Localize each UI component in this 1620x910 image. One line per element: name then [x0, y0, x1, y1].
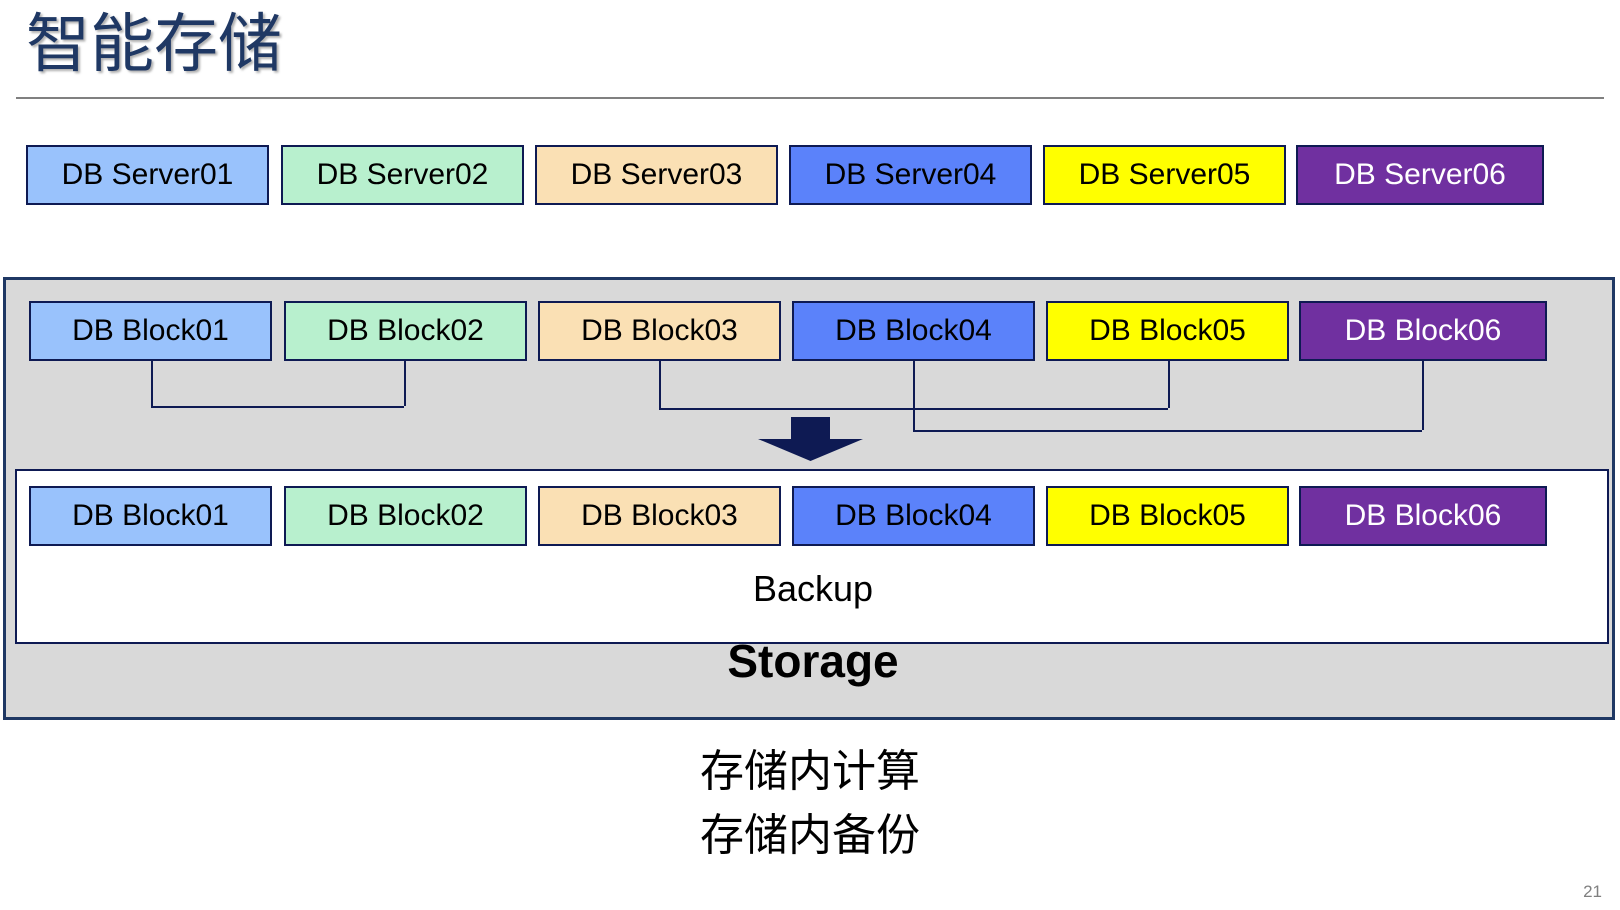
db-block-box-primary-label: DB Block03 [581, 314, 738, 347]
down-arrow-icon [758, 417, 863, 461]
db-block-box-primary-label: DB Block01 [72, 314, 229, 347]
bracket-block01-block02-crossbar [151, 406, 404, 408]
db-block-box-backup-1[interactable]: DB Block01 [29, 486, 272, 546]
title-divider [16, 97, 1604, 99]
db-block-box-primary-5[interactable]: DB Block05 [1046, 301, 1289, 361]
db-block-box-backup-4[interactable]: DB Block04 [792, 486, 1035, 546]
db-block-box-primary-6[interactable]: DB Block06 [1299, 301, 1547, 361]
db-block-box-primary-1[interactable]: DB Block01 [29, 301, 272, 361]
bracket-block01-block02-left-stem [151, 361, 153, 406]
db-block-box-backup-5[interactable]: DB Block05 [1046, 486, 1289, 546]
db-server-box-1[interactable]: DB Server01 [26, 145, 269, 205]
db-server-box-5[interactable]: DB Server05 [1043, 145, 1286, 205]
db-block-box-backup-6[interactable]: DB Block06 [1299, 486, 1547, 546]
bracket-block03-block05-right-stem [1168, 361, 1170, 408]
db-server-label: DB Server06 [1334, 158, 1506, 191]
bracket-block04-block06-crossbar [913, 430, 1422, 432]
db-block-box-backup-2[interactable]: DB Block02 [284, 486, 527, 546]
db-block-box-primary-label: DB Block04 [835, 314, 992, 347]
db-block-box-backup-label: DB Block06 [1344, 499, 1502, 532]
bracket-block03-block05-left-stem [659, 361, 661, 408]
db-block-box-backup-label: DB Block05 [1089, 499, 1246, 532]
db-block-box-backup-3[interactable]: DB Block03 [538, 486, 781, 546]
storage-container: DB Block01 DB Block02 DB Block03 DB Block04… [3, 277, 1615, 720]
page-title: 智能存储 [26, 8, 282, 80]
page-number: 21 [1583, 882, 1602, 901]
db-block-box-primary-2[interactable]: DB Block02 [284, 301, 527, 361]
db-server-box-4[interactable]: DB Server04 [789, 145, 1032, 205]
db-server-box-6[interactable]: DB Server06 [1296, 145, 1544, 205]
caption-in-storage-backup: 存储内备份 [700, 811, 920, 860]
db-block-box-primary-label: DB Block06 [1344, 314, 1502, 347]
db-block-box-backup-label: DB Block02 [327, 499, 484, 532]
db-server-label: DB Server04 [824, 158, 997, 191]
db-block-box-backup-label: DB Block03 [581, 499, 738, 532]
db-block-box-primary-3[interactable]: DB Block03 [538, 301, 781, 361]
db-server-box-3[interactable]: DB Server03 [535, 145, 778, 205]
db-server-label: DB Server03 [570, 158, 743, 191]
backup-label: Backup [752, 568, 874, 609]
db-server-label: DB Server01 [61, 158, 234, 191]
bracket-block04-block06-left-stem [913, 361, 915, 430]
bracket-block04-block06-right-stem [1422, 361, 1424, 430]
bracket-block01-block02-right-stem [404, 361, 406, 406]
db-server-label: DB Server05 [1078, 158, 1251, 191]
db-block-box-primary-label: DB Block02 [327, 314, 484, 347]
db-server-label: DB Server02 [316, 158, 489, 191]
caption-in-storage-compute: 存储内计算 [700, 747, 920, 796]
db-block-box-backup-label: DB Block01 [72, 499, 229, 532]
storage-label: Storage [727, 635, 899, 687]
db-server-box-2[interactable]: DB Server02 [281, 145, 524, 205]
db-block-box-primary-label: DB Block05 [1089, 314, 1246, 347]
db-block-box-backup-label: DB Block04 [835, 499, 992, 532]
db-block-box-primary-4[interactable]: DB Block04 [792, 301, 1035, 361]
